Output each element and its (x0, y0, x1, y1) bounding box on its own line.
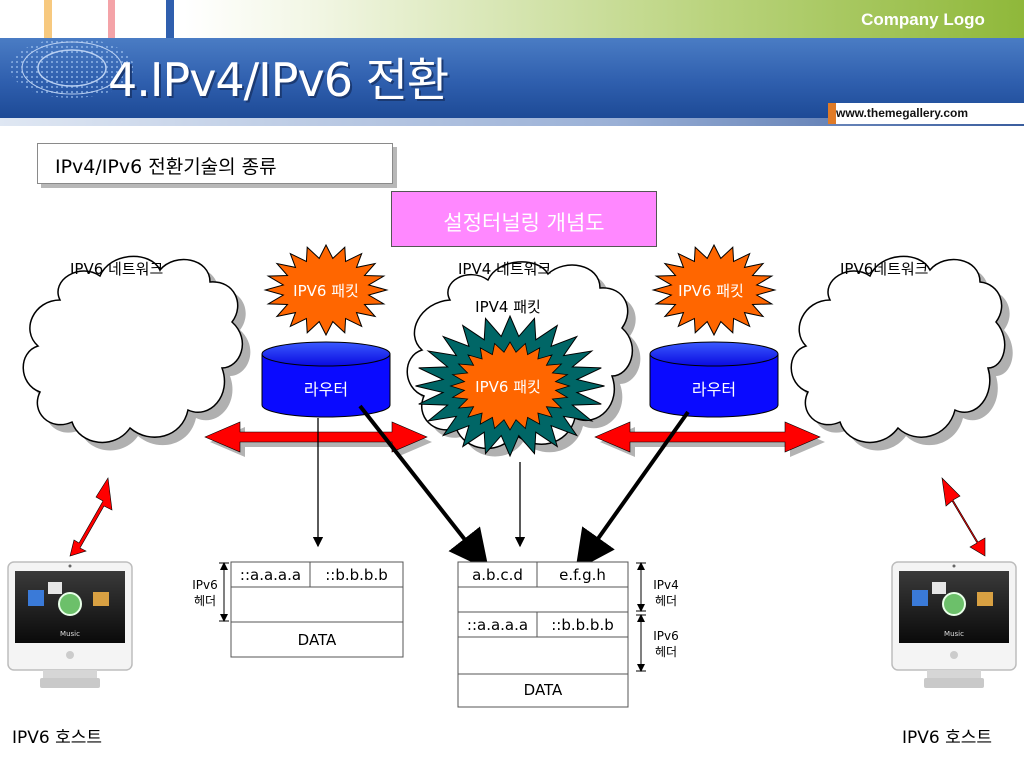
header-stripe-pink (108, 0, 115, 38)
pointer-router-right-to-ipv4-dst (575, 410, 690, 571)
left-packet-src: ::a.a.a.a (239, 566, 302, 584)
header-globe-decoration (10, 38, 134, 98)
host-left-screen-label: Music (60, 630, 80, 638)
right-packet-ipv6-dst: ::b.b.b.b (551, 616, 614, 634)
left-packet-dst: ::b.b.b.b (325, 566, 388, 584)
red-link-right (594, 421, 825, 457)
ipv4-header-label: IPv4 헤더 (653, 578, 679, 608)
left-packet-header-label: IPv6 헤더 (192, 578, 218, 608)
network-label-right: IPV6네트워크 (840, 260, 929, 278)
burst-center (415, 314, 605, 458)
burst-left-label: IPV6 패킷 (293, 282, 359, 300)
right-packet-ipv4-dst: e.f.g.h (559, 566, 606, 584)
pointer-router-left-to-ipv4-src (358, 404, 489, 571)
website-tab (828, 103, 1024, 124)
router-left (261, 341, 391, 418)
header-stripe-orange (44, 0, 52, 38)
router-right-label: 라우터 (691, 380, 737, 399)
right-packet-ipv6-src: ::a.a.a.a (466, 616, 529, 634)
subtitle-text: IPv4/IPv6 전환기술의 종류 (55, 156, 277, 178)
red-link-host-left (69, 477, 113, 557)
subtitle-box (37, 143, 393, 184)
router-right (649, 341, 779, 418)
host-right-screen-label: Music (944, 630, 964, 638)
concept-title: 설정터널링 개념도 (443, 211, 605, 235)
right-packet-table (457, 561, 646, 708)
host-right-label: IPV6 호스트 (902, 728, 993, 748)
router-left-label: 라우터 (303, 380, 349, 399)
burst-center-label: IPV6 패킷 (475, 378, 541, 396)
website-url[interactable]: www.themegallery.com (836, 106, 969, 120)
host-left-label: IPV6 호스트 (12, 728, 103, 748)
cloud-left (22, 255, 251, 451)
header-stripe-blue (166, 0, 174, 38)
company-logo: Company Logo (861, 10, 985, 29)
header-underbar (0, 118, 1024, 126)
left-packet-table (219, 561, 404, 658)
network-label-left: IPV6 네트워크 (70, 260, 164, 278)
left-packet-data: DATA (297, 631, 337, 649)
page-title: 4.IPv4/IPv6 전환 (108, 53, 449, 107)
right-packet-ipv4-src: a.b.c.d (472, 566, 523, 584)
concept-title-box (391, 191, 657, 247)
burst-right (651, 243, 777, 337)
network-label-center: IPV4 네트워크 (458, 260, 552, 278)
cloud-right (790, 255, 1013, 451)
host-computer-left (7, 561, 133, 688)
ipv6-header-label: IPv6 헤더 (653, 629, 679, 659)
host-computer-right (891, 561, 1017, 688)
ipv4-packet-caption: IPV4 패킷 (475, 298, 541, 316)
red-link-left (204, 421, 432, 457)
red-link-host-right (941, 477, 986, 557)
burst-left (263, 243, 389, 337)
burst-right-label: IPV6 패킷 (678, 282, 744, 300)
right-packet-data: DATA (523, 681, 563, 699)
